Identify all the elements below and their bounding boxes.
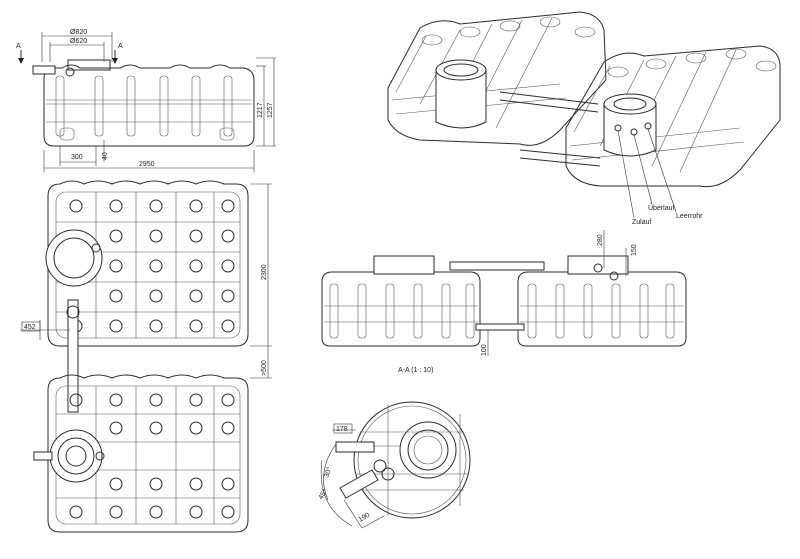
dim-40: 40 [102, 152, 109, 160]
side-elevation-view: 280 150 100 [321, 230, 687, 356]
dim-452: 452 [24, 324, 36, 331]
dim-300: 300 [71, 154, 83, 161]
section-a-a-view: A-A (1 : 10) 178 30° 45° 190 [317, 367, 471, 529]
dim-width-2300: 2300 [261, 264, 268, 280]
dim-height-1257: 1257 [267, 102, 274, 118]
dim-height-1217: 1217 [257, 102, 264, 118]
section-marker-left: A [16, 43, 21, 50]
plan-view: 2300 >500 452 [20, 180, 272, 533]
dim-100: 100 [481, 344, 488, 356]
label-ueberlauf: Überlauf [648, 204, 675, 212]
dim-dia-inner: Ø620 [70, 38, 87, 45]
label-leerrohr: Leerrohr [676, 213, 703, 220]
section-title: A-A (1 : 10) [398, 367, 433, 374]
dim-length-2950: 2950 [139, 161, 155, 168]
section-marker-right: A [118, 43, 123, 50]
label-zulauf: Zulauf [632, 219, 652, 226]
dim-dia-outer: Ø820 [70, 29, 87, 36]
dim-angle-30: 30° [322, 466, 333, 479]
front-elevation-view: Ø820 Ø620 A A 1217 1257 300 40 2950 [16, 29, 276, 172]
dim-gap-500: >500 [261, 360, 268, 376]
dim-178: 178 [336, 426, 348, 433]
dim-280: 280 [597, 234, 604, 246]
isometric-view: Überlauf Leerrohr Zulauf [387, 11, 781, 226]
dim-150: 150 [631, 244, 638, 256]
dim-190: 190 [358, 512, 372, 524]
